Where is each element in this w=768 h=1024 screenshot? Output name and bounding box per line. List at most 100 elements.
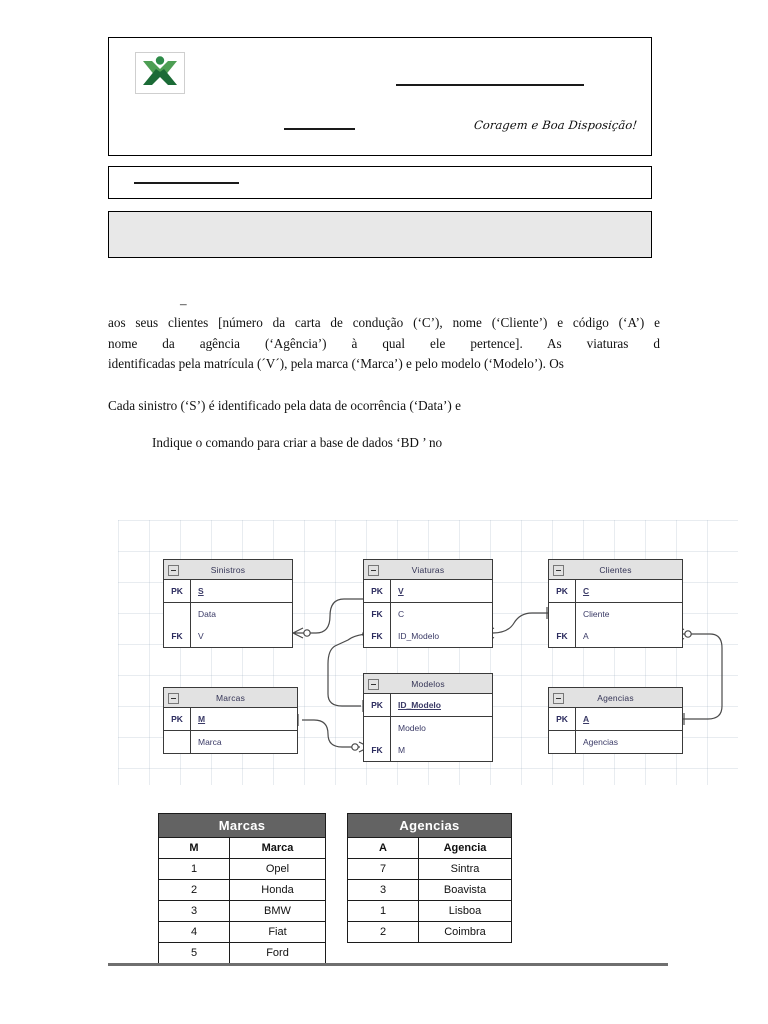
footer-rule — [108, 963, 668, 966]
empty-white-bar — [108, 166, 652, 199]
key-label — [549, 731, 576, 753]
cell-id: 7 — [347, 858, 419, 880]
entity-field-row: FK M — [364, 739, 492, 761]
key-label — [549, 603, 576, 625]
column-header: Agencia — [418, 837, 512, 859]
cell-id: 4 — [158, 921, 230, 943]
entity-viaturas[interactable]: Viaturas PK V FK C FK ID_Modelo — [363, 559, 493, 648]
entity-agencias-header[interactable]: Agencias — [549, 688, 682, 708]
entity-sinistros[interactable]: Sinistros PK S Data FK V — [163, 559, 293, 648]
entity-field-row: PK A — [549, 708, 682, 730]
entity-field-row: FK ID_Modelo — [364, 625, 492, 647]
table-row: 5 Ford — [158, 942, 326, 964]
entity-field-row: PK S — [164, 580, 292, 602]
entity-agencias-name: Agencias — [597, 692, 634, 703]
entity-field-row: PK V — [364, 580, 492, 602]
field-label: M — [398, 745, 406, 755]
cell-id: 5 — [158, 942, 230, 964]
key-label: FK — [364, 739, 391, 761]
cell-id: 1 — [347, 900, 419, 922]
field-label: Agencias — [583, 737, 618, 747]
paragraph-2: Cada sinistro (‘S’) é identificado pela … — [108, 398, 461, 413]
entity-agencias[interactable]: Agencias PK A Agencias — [548, 687, 683, 754]
table-row: 7 Sintra — [347, 858, 512, 880]
entity-viaturas-name: Viaturas — [411, 564, 445, 575]
cell-id: 2 — [158, 879, 230, 901]
entity-clientes[interactable]: Clientes PK C Cliente FK A — [548, 559, 683, 648]
cell-id: 3 — [158, 900, 230, 922]
table-row: 1 Lisboa — [347, 900, 512, 922]
minus-box-icon[interactable] — [368, 678, 379, 690]
key-label: FK — [364, 603, 391, 625]
table-row: 4 Fiat — [158, 921, 326, 943]
cell-value: Boavista — [418, 879, 512, 901]
key-label: FK — [164, 625, 191, 647]
column-header: Marca — [229, 837, 326, 859]
entity-viaturas-keys: PK V — [364, 580, 492, 603]
cell-value: Honda — [229, 879, 326, 901]
entity-modelos-keys: PK ID_Modelo — [364, 694, 492, 717]
cell-value: Lisboa — [418, 900, 512, 922]
green-figure-logo — [135, 52, 185, 94]
empty-grey-bar — [108, 211, 652, 258]
letterhead-box: Coragem e Boa Disposição! — [108, 37, 652, 156]
logo-svg — [143, 56, 177, 85]
field-label: A — [583, 631, 589, 641]
cell-id: 2 — [347, 921, 419, 943]
key-label: PK — [364, 580, 391, 602]
minus-box-icon[interactable] — [168, 692, 179, 704]
data-table-agencias: Agencias A Agencia 7 Sintra 3 Boavista 1… — [347, 813, 512, 943]
entity-viaturas-attrs: FK C FK ID_Modelo — [364, 603, 492, 647]
data-table-marcas: Marcas M Marca 1 Opel 2 Honda 3 BMW 4 Fi… — [158, 813, 326, 964]
minus-box-icon[interactable] — [168, 564, 179, 576]
signature-text: Coragem e Boa Disposição! — [473, 118, 638, 132]
cell-value: Ford — [229, 942, 326, 964]
redacted-subtitle-line — [284, 128, 355, 130]
entity-marcas[interactable]: Marcas PK M Marca — [163, 687, 298, 754]
column-header: M — [158, 837, 230, 859]
entity-field-row: Data — [164, 603, 292, 625]
cell-id: 3 — [347, 879, 419, 901]
entity-marcas-keys: PK M — [164, 708, 297, 731]
entity-field-row: Marca — [164, 731, 297, 753]
er-diagram: Sinistros PK S Data FK V Viaturas — [118, 520, 738, 785]
field-label: Modelo — [398, 723, 426, 733]
key-label — [164, 731, 191, 753]
field-label: V — [198, 631, 204, 641]
entity-modelos[interactable]: Modelos PK ID_Modelo Modelo FK M — [363, 673, 493, 762]
entity-agencias-attrs: Agencias — [549, 731, 682, 753]
field-label: M — [198, 714, 206, 724]
entity-viaturas-header[interactable]: Viaturas — [364, 560, 492, 580]
entity-field-row: Modelo — [364, 717, 492, 739]
field-label: ID_Modelo — [398, 631, 440, 641]
entity-agencias-keys: PK A — [549, 708, 682, 731]
table-title: Marcas — [158, 813, 326, 838]
entity-sinistros-header[interactable]: Sinistros — [164, 560, 292, 580]
cell-value: Sintra — [418, 858, 512, 880]
minus-box-icon[interactable] — [553, 692, 564, 704]
key-label: PK — [549, 708, 576, 730]
entity-field-row: Agencias — [549, 731, 682, 753]
table-title: Agencias — [347, 813, 512, 838]
minus-box-icon[interactable] — [553, 564, 564, 576]
minus-box-icon[interactable] — [368, 564, 379, 576]
entity-marcas-header[interactable]: Marcas — [164, 688, 297, 708]
field-label: S — [198, 586, 204, 596]
entity-marcas-name: Marcas — [215, 692, 246, 703]
paragraph-1: aos seus clientes [número da carta de co… — [108, 313, 660, 375]
entity-clientes-attrs: Cliente FK A — [549, 603, 682, 647]
key-label — [364, 717, 391, 739]
entity-clientes-header[interactable]: Clientes — [549, 560, 682, 580]
key-label: PK — [164, 708, 191, 730]
key-label: FK — [549, 625, 576, 647]
entity-sinistros-name: Sinistros — [210, 564, 246, 575]
entity-modelos-name: Modelos — [411, 678, 445, 689]
redacted-title-line — [396, 84, 584, 86]
key-label: PK — [549, 580, 576, 602]
column-header: A — [347, 837, 419, 859]
redacted-bar-line — [134, 182, 239, 184]
entity-field-row: PK M — [164, 708, 297, 730]
entity-marcas-attrs: Marca — [164, 731, 297, 753]
entity-clientes-keys: PK C — [549, 580, 682, 603]
entity-modelos-header[interactable]: Modelos — [364, 674, 492, 694]
